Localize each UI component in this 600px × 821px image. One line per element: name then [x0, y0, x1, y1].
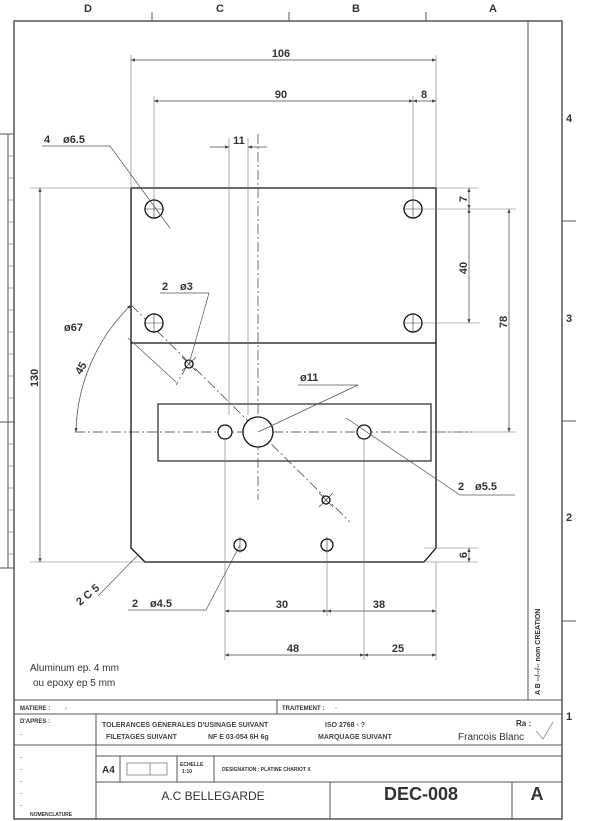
echelle-value: 1:10 — [182, 769, 192, 775]
dim-40: 40 — [458, 262, 470, 274]
zone-row-2: 2 — [566, 512, 572, 524]
zone-row-3: 3 — [566, 313, 572, 325]
marquage-label: MARQUAGE SUIVANT — [318, 734, 392, 741]
matiere-label: MATIERE : — [20, 706, 50, 712]
dim-78: 78 — [498, 316, 510, 328]
title-block — [14, 699, 562, 819]
callout-holes-3-count: 2 — [162, 281, 168, 293]
bom-dash-5: - — [20, 803, 22, 809]
bom-dash-2: - — [20, 767, 22, 773]
bom-dash-3: - — [20, 779, 22, 785]
dapres-label: D'APRES : — [20, 719, 50, 725]
dim-38: 38 — [373, 599, 385, 611]
zone-col-d: D — [84, 3, 92, 15]
dim-8: 8 — [421, 89, 427, 101]
zone-col-a: A — [489, 3, 497, 15]
dimension-lines — [38, 58, 511, 657]
company-name: A.C BELLEGARDE — [161, 789, 264, 803]
callout-chamfer: 2 C 5 — [74, 582, 102, 608]
dapres-value: - — [20, 732, 22, 738]
traitement-value: - — [335, 706, 337, 712]
dim-48: 48 — [287, 643, 299, 655]
callout-holes-45-count: 2 — [132, 598, 138, 610]
dim-30: 30 — [276, 599, 288, 611]
material-note-line1: Aluminum ep. 4 mm — [30, 663, 119, 674]
dim-90: 90 — [275, 89, 287, 101]
hole-5-5-left — [217, 424, 233, 440]
callout-hole-11: ø11 — [300, 372, 318, 384]
hole-center-marks — [144, 199, 423, 553]
dim-25: 25 — [392, 643, 404, 655]
callout-holes-45: ø4.5 — [150, 598, 172, 610]
part-outline — [130, 187, 437, 563]
leader-lines — [42, 145, 515, 611]
ra-label: Ra : — [516, 719, 531, 728]
dim-106: 106 — [272, 48, 290, 60]
nomenclature-label: NOMENCLATURE — [30, 812, 73, 818]
material-note-line2: ou epoxy ep 5 mm — [33, 678, 115, 689]
traitement-label: TRAITEMENT : — [282, 706, 324, 712]
callout-radius-67: ø67 — [64, 322, 83, 334]
dim-130: 130 — [29, 369, 41, 387]
callout-holes-55-count: 2 — [458, 481, 464, 493]
author-name: Francois Blanc — [458, 732, 524, 743]
callout-holes-65-count: 4 — [44, 134, 51, 146]
callout-holes-65: ø6.5 — [63, 134, 85, 146]
tolerances-std: ISO 2768 - ? — [325, 722, 365, 729]
dim-7: 7 — [458, 196, 470, 202]
revision-strip: A B --/--/-- nom CREATION — [535, 609, 542, 695]
matiere-value: - — [65, 706, 67, 712]
callout-holes-3: ø3 — [180, 281, 193, 293]
bom-dash-1: - — [20, 755, 22, 761]
checkmark-icon — [535, 721, 554, 740]
designation: DESIGNATION : PLATINE CHARIOT X — [222, 767, 311, 773]
zone-row-4: 4 — [566, 113, 573, 125]
format-label: A4 — [102, 765, 115, 776]
echelle-label: ECHELLE — [180, 762, 204, 768]
holes — [144, 199, 423, 552]
zone-row-1: 1 — [566, 711, 572, 723]
dim-6: 6 — [458, 552, 470, 558]
tolerances-label: TOLERANCES GENERALES D'USINAGE SUIVANT — [102, 722, 269, 729]
callout-holes-55: ø5.5 — [475, 481, 497, 493]
filetages-label: FILETAGES SUIVANT — [106, 734, 178, 741]
filetages-std: NF E 03-054 6H 6g — [208, 734, 269, 741]
bom-dash-4: - — [20, 791, 22, 797]
callout-angle-45: 45 — [73, 360, 90, 377]
drawing-number: DEC-008 — [384, 784, 458, 804]
hole-5-5-right — [356, 424, 372, 440]
left-ruler-ticks — [8, 155, 14, 555]
revision-letter: A — [531, 784, 544, 804]
zone-col-c: C — [216, 3, 224, 15]
zone-col-b: B — [352, 3, 360, 15]
dim-11: 11 — [233, 135, 245, 147]
